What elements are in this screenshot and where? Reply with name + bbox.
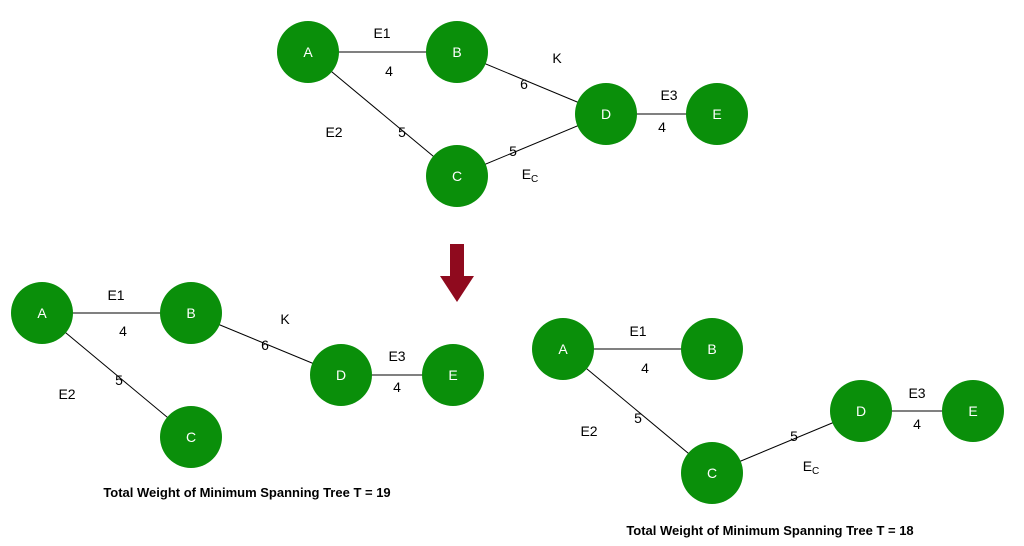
tree-right-edge-ab-name: E1	[629, 323, 646, 339]
tree-left-edge-de-name: E3	[388, 348, 405, 364]
tree-left: A B C D E E1 4 K 6 E2 5 E3 4 Total Weigh…	[11, 282, 484, 500]
tree-left-edge-ac-weight: 5	[115, 372, 123, 388]
tree-right-node-e: E	[942, 380, 1004, 442]
original-node-d: D	[575, 83, 637, 145]
original-edge-cd-name: EC	[522, 166, 539, 185]
tree-right-edge-ac-name: E2	[580, 423, 597, 439]
tree-left-edge-ab-weight: 4	[119, 323, 127, 339]
tree-left-node-e: E	[422, 344, 484, 406]
original-node-b: B	[426, 21, 488, 83]
tree-right-node-d: D	[830, 380, 892, 442]
tree-right-node-b-label: B	[707, 341, 716, 357]
original-edge-bd-name: K	[552, 50, 562, 66]
original-node-d-label: D	[601, 106, 611, 122]
original-node-c-label: C	[452, 168, 462, 184]
original-graph: A B C D E E1 4 K 6 E2 5 5 EC E3 4	[277, 21, 748, 207]
original-edge-de-weight: 4	[658, 119, 666, 135]
original-node-c: C	[426, 145, 488, 207]
original-edge-cd-name-main: E	[522, 166, 531, 182]
original-edge-ac	[307, 51, 458, 177]
tree-right-edge-cd-name-sub: C	[812, 466, 819, 477]
tree-right-caption: Total Weight of Minimum Spanning Tree T …	[626, 523, 913, 538]
original-node-a: A	[277, 21, 339, 83]
tree-left-node-c-label: C	[186, 429, 196, 445]
original-edge-ab-weight: 4	[385, 63, 393, 79]
tree-right-edge-de-name: E3	[908, 385, 925, 401]
tree-right-node-a: A	[532, 318, 594, 380]
original-edge-ac-name: E2	[325, 124, 342, 140]
original-edge-de-name: E3	[660, 87, 677, 103]
tree-left-node-e-label: E	[448, 367, 457, 383]
down-arrow-icon	[440, 244, 474, 302]
tree-left-edge-ab-name: E1	[107, 287, 124, 303]
tree-left-node-a-label: A	[37, 305, 47, 321]
tree-right-node-a-label: A	[558, 341, 568, 357]
tree-right-edge-ab-weight: 4	[641, 360, 649, 376]
tree-right-node-c: C	[681, 442, 743, 504]
tree-left-node-c: C	[160, 406, 222, 468]
tree-right-edge-ac	[562, 348, 713, 474]
tree-left-node-d: D	[310, 344, 372, 406]
tree-left-edge-ac-name: E2	[58, 386, 75, 402]
tree-left-node-d-label: D	[336, 367, 346, 383]
original-edge-bd-weight: 6	[520, 76, 528, 92]
tree-right-edge-de-weight: 4	[913, 416, 921, 432]
tree-left-node-b: B	[160, 282, 222, 344]
tree-left-edge-de-weight: 4	[393, 379, 401, 395]
original-node-e-label: E	[712, 106, 721, 122]
tree-left-node-a: A	[11, 282, 73, 344]
tree-left-edge-bd-name: K	[280, 311, 290, 327]
original-node-e: E	[686, 83, 748, 145]
original-edge-cd-name-sub: C	[531, 174, 538, 185]
tree-right: A B C D E E1 4 E2 5 5 EC E3 4 Total Weig…	[532, 318, 1004, 538]
tree-right-node-e-label: E	[968, 403, 977, 419]
original-edge-ab-name: E1	[373, 25, 390, 41]
tree-right-edge-ac-weight: 5	[634, 410, 642, 426]
tree-left-caption: Total Weight of Minimum Spanning Tree T …	[103, 485, 390, 500]
tree-left-node-b-label: B	[186, 305, 195, 321]
tree-right-edge-cd-name: EC	[803, 458, 820, 477]
original-node-b-label: B	[452, 44, 461, 60]
tree-left-edge-bd-weight: 6	[261, 337, 269, 353]
tree-right-node-d-label: D	[856, 403, 866, 419]
tree-right-node-c-label: C	[707, 465, 717, 481]
tree-right-edge-cd-weight: 5	[790, 428, 798, 444]
original-edge-cd-weight: 5	[509, 143, 517, 159]
original-edge-ac-weight: 5	[398, 124, 406, 140]
tree-right-edge-cd-name-main: E	[803, 458, 812, 474]
original-node-a-label: A	[303, 44, 313, 60]
tree-right-node-b: B	[681, 318, 743, 380]
tree-left-edge-ac	[41, 312, 192, 438]
